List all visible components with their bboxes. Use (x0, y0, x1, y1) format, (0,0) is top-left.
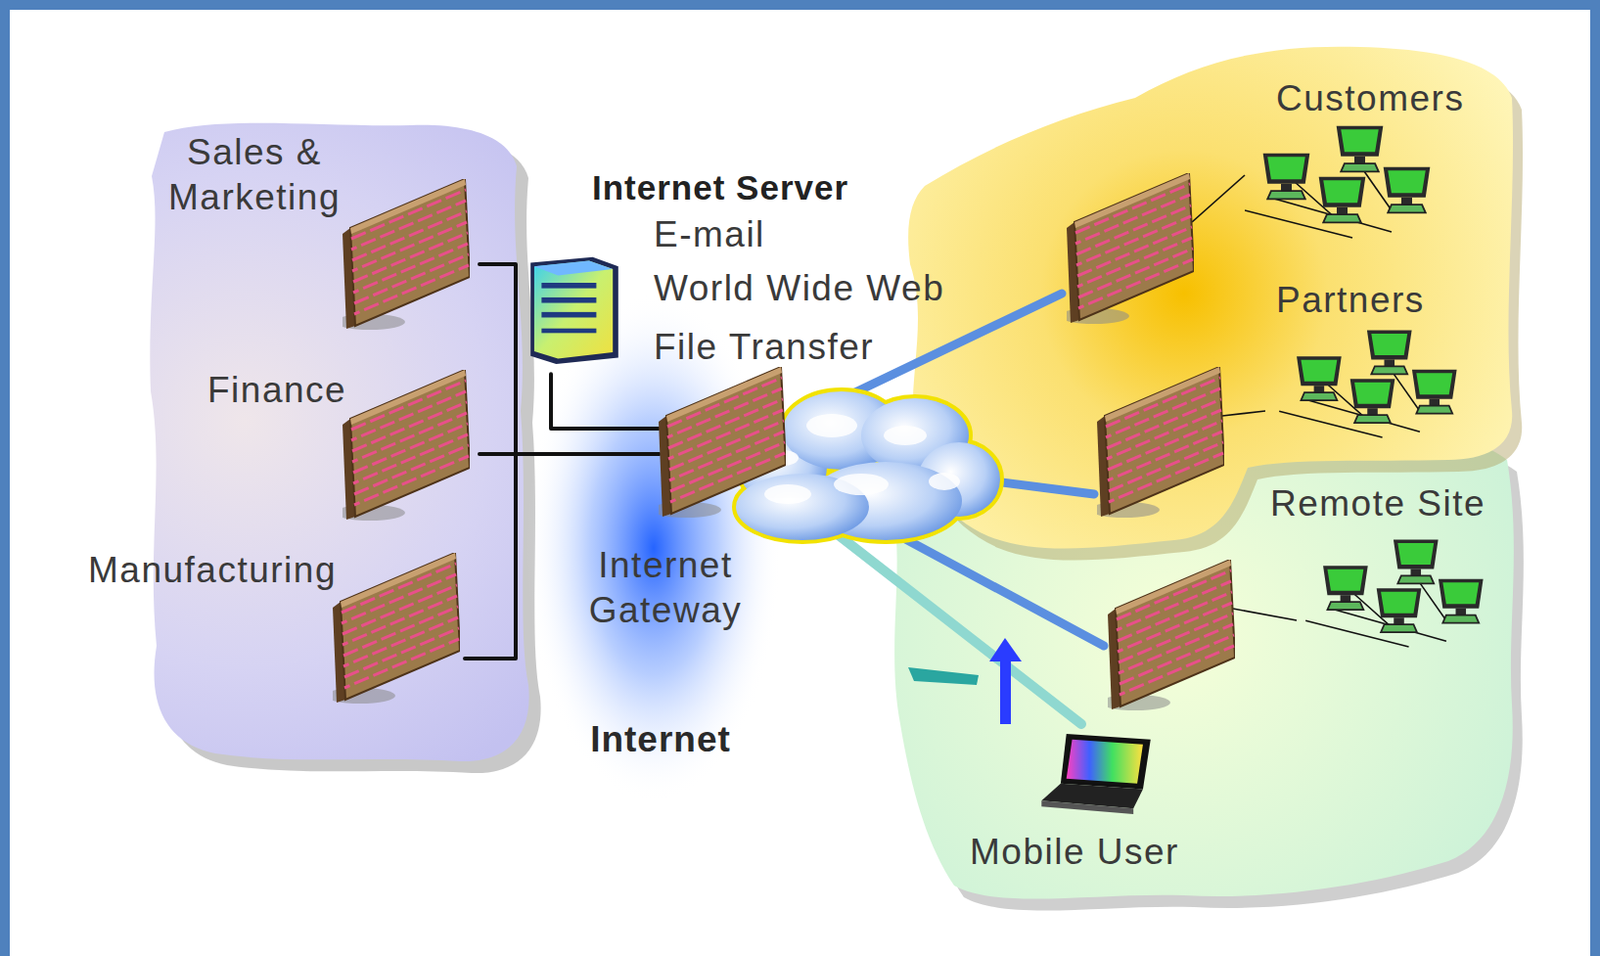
internet-gateway: Internet Gateway (658, 366, 786, 521)
firewall-icon (1089, 366, 1225, 518)
manufacturing-firewall: Manufacturing (78, 548, 465, 710)
node-label: Finance (207, 367, 347, 413)
company-region (149, 123, 529, 762)
network-link (550, 373, 659, 429)
node-icons (658, 366, 786, 521)
service-label: World Wide Web (653, 266, 945, 312)
node-label: Customers (1276, 76, 1464, 122)
firewall-icon (1058, 173, 1194, 324)
mobile-user: Mobile User (963, 724, 1209, 881)
firewall-icon (334, 179, 470, 330)
sales-firewall: Sales & Marketing (146, 125, 480, 333)
external-region (908, 46, 1513, 549)
node-label: Internet Gateway (572, 543, 759, 635)
service-label: E-mail (653, 212, 766, 258)
laptop-icon (1041, 733, 1150, 815)
firewall-icon (324, 552, 460, 704)
computer-cluster (1305, 540, 1483, 648)
computer-cluster (1244, 126, 1430, 238)
internet-server: Internet ServerE-mailWorld Wide WebFile … (518, 161, 989, 374)
node-label: Mobile User (969, 829, 1180, 875)
server-icon (530, 257, 619, 365)
node-label: Sales & Marketing (151, 130, 358, 222)
remote-site: Remote Site (1103, 479, 1515, 720)
computer-cluster (1279, 330, 1457, 439)
firewall-icon (334, 369, 470, 521)
service-label: File Transfer (653, 324, 874, 370)
node-label: Internet Server (592, 166, 849, 210)
finance-firewall: Finance (195, 362, 480, 524)
lan-wire (1191, 175, 1245, 223)
lan-wire (1233, 608, 1297, 621)
node-label: Manufacturing (88, 548, 337, 594)
upload-symbol (908, 638, 1022, 725)
firewall-icon (650, 366, 786, 518)
firewall-icon (1099, 559, 1235, 711)
node-label: Remote Site (1270, 481, 1486, 527)
lan-wire (1222, 411, 1266, 416)
node-label: Partners (1276, 277, 1425, 323)
network-label: Internet (572, 719, 749, 761)
